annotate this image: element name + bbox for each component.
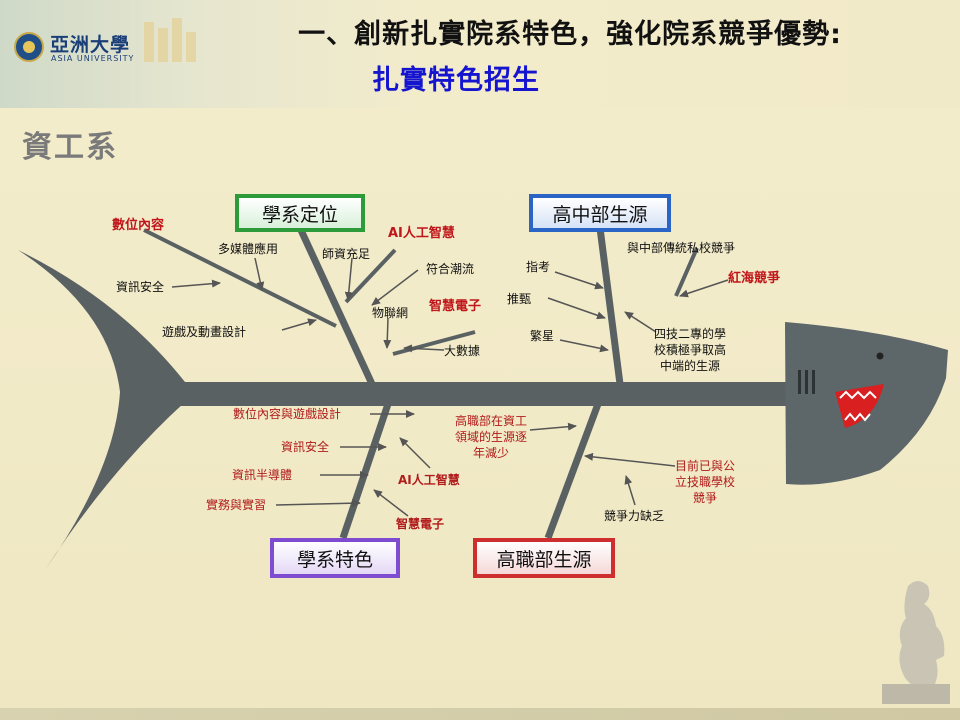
- slide-subtitle: 扎實特色招生: [372, 65, 540, 96]
- item-smart-electronics-1: 智慧電子: [429, 299, 482, 314]
- item-iot: 物聯網: [372, 306, 409, 320]
- department-heading: 資工系: [22, 130, 118, 165]
- slide-title: 一、創新扎實院系特色，強化院系競爭優勢:: [298, 19, 842, 50]
- item-semiconductor: 資訊半導體: [232, 468, 293, 482]
- item-on-trend: 符合潮流: [426, 262, 475, 276]
- item-red-ocean: 紅海競爭: [728, 271, 781, 286]
- item-ai-1: AI人工智慧: [388, 226, 455, 241]
- shark-fish-icon: [785, 322, 948, 485]
- bone-vocational: [544, 402, 602, 540]
- bone-dept-features: [339, 402, 392, 540]
- category-vocational-source: 高職部生源: [473, 538, 615, 578]
- item-compete-private-schools: 與中部傳統私校競爭: [627, 241, 736, 255]
- university-name-en: ASIA UNIVERSITY: [51, 54, 135, 63]
- bone-dept-positioning: [296, 226, 376, 386]
- item-digital-content-games: 數位內容與遊戲設計: [233, 407, 342, 421]
- fish-tail-icon: [18, 250, 185, 570]
- item-vocational-decline: 高職部在資工 領域的生源逐 年減少: [455, 414, 528, 460]
- item-info-security-1: 資訊安全: [116, 280, 165, 294]
- item-tech-colleges-compete: 四技二專的學 校積極爭取高 中端的生源: [654, 327, 727, 373]
- category-dept-features: 學系特色: [270, 538, 400, 578]
- asia-university-seal-icon: [14, 32, 44, 62]
- item-star-plan: 繁星: [530, 329, 555, 343]
- fish-spine: [180, 382, 792, 406]
- item-ai-2: AI人工智慧: [398, 473, 460, 487]
- item-exam: 指考: [526, 260, 551, 274]
- item-sufficient-faculty: 師資充足: [322, 247, 371, 261]
- thinker-statue-icon: [882, 581, 950, 704]
- item-compete-public-vocational: 目前已與公 立技職學校 競爭: [675, 459, 736, 505]
- university-name: 亞洲大學: [50, 34, 131, 56]
- item-recommendation: 推甄: [507, 292, 532, 306]
- item-info-security-2: 資訊安全: [281, 440, 330, 454]
- item-smart-electronics-2: 智慧電子: [396, 517, 445, 531]
- category-dept-positioning: 學系定位: [235, 194, 365, 232]
- university-logo: 亞洲大學 ASIA UNIVERSITY: [14, 18, 204, 70]
- bottom-bar: [0, 708, 960, 720]
- item-digital-content: 數位內容: [112, 218, 165, 233]
- item-multimedia-app: 多媒體應用: [218, 242, 279, 256]
- bone-high-school: [596, 227, 624, 385]
- item-practice-internship: 實務與實習: [206, 498, 267, 512]
- item-lack-competitiveness: 競爭力缺乏: [604, 509, 665, 523]
- item-big-data: 大數據: [444, 344, 481, 358]
- category-high-school-source: 高中部生源: [529, 194, 671, 232]
- item-game-animation: 遊戲及動畫設計: [162, 325, 247, 339]
